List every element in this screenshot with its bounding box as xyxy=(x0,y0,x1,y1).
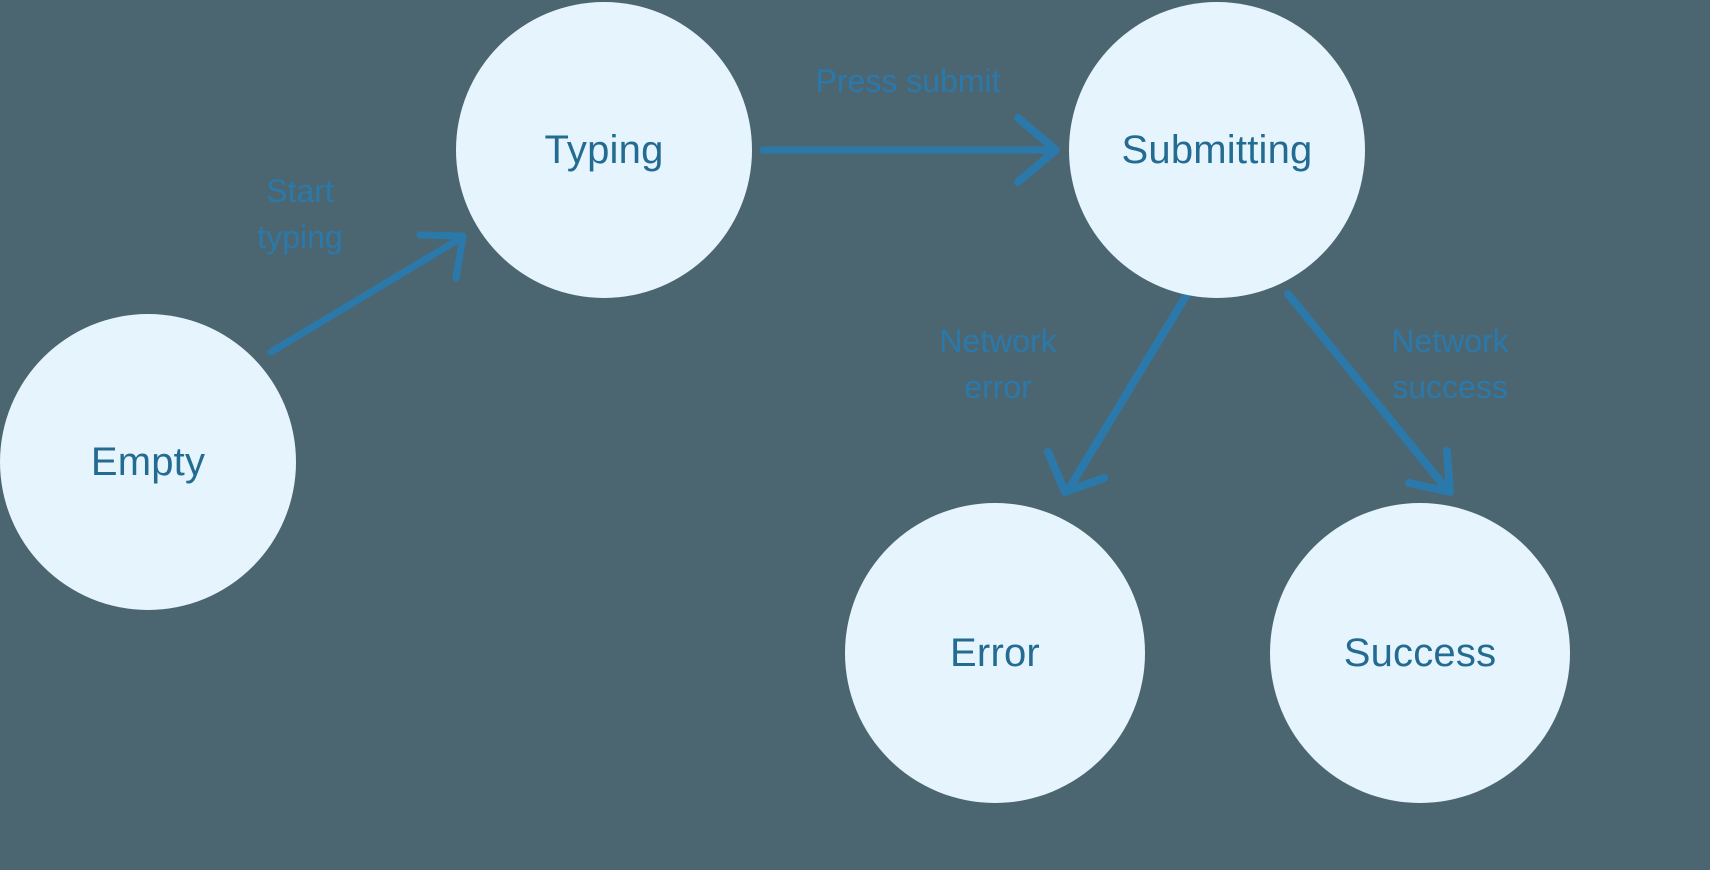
node-error-label: Error xyxy=(950,631,1040,675)
node-empty-label: Empty xyxy=(90,440,206,484)
edge-typing-to-submitting-arrowhead xyxy=(1014,114,1060,186)
node-empty[interactable]: Empty xyxy=(0,314,296,610)
edge-typing-to-submitting xyxy=(759,114,1060,186)
edge-submitting-to-error-arrowhead xyxy=(1044,448,1108,496)
edge-label-press-submit: Press submit xyxy=(815,63,1001,99)
node-typing[interactable]: Typing xyxy=(456,2,752,298)
edge-label-network-error: Network error xyxy=(939,323,1057,406)
node-success-label: Success xyxy=(1343,631,1497,675)
edge-submitting-to-success-arrowhead xyxy=(1405,447,1454,496)
edge-empty-to-typing-arrowhead xyxy=(416,231,467,282)
edge-label-network-success: Network success xyxy=(1391,323,1509,406)
node-submitting[interactable]: Submitting xyxy=(1069,2,1365,298)
node-submitting-label: Submitting xyxy=(1121,128,1313,172)
node-success[interactable]: Success xyxy=(1270,503,1570,803)
node-error[interactable]: Error xyxy=(845,503,1145,803)
edge-label-start-typing: Start typing xyxy=(257,173,343,256)
node-typing-label: Typing xyxy=(544,128,664,172)
